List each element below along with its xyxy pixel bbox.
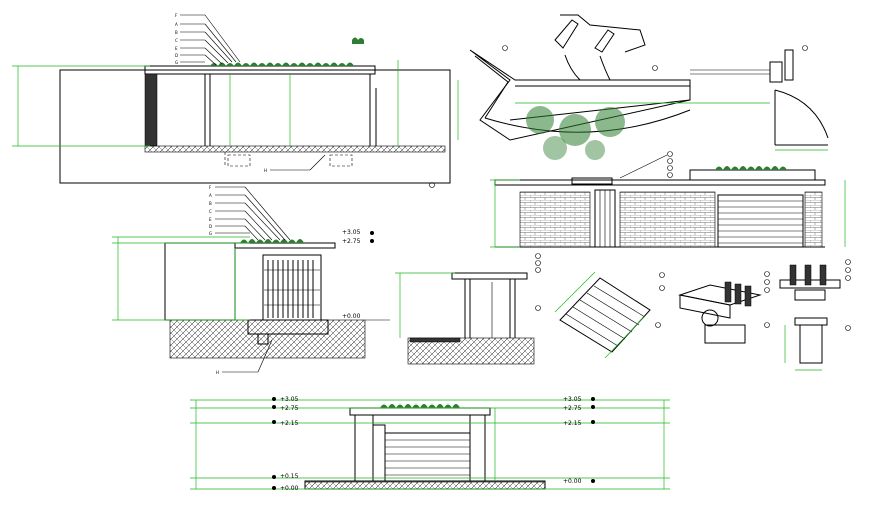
front-elevation-levels-left: +3.05 +2.75 +2.15 +0.15 +0.00 (272, 396, 299, 492)
brick-wall-left (519, 191, 591, 248)
section-callouts (619, 151, 673, 179)
section-2-levels: +3.05 +2.75 +0.00 (342, 229, 390, 321)
layer-letter: D (209, 224, 212, 229)
grille-panel (264, 260, 320, 318)
layer-letter: F (175, 13, 178, 18)
layer-letter: A (209, 193, 212, 198)
layer-letter: B (175, 30, 178, 35)
ref-letter: H (216, 370, 219, 375)
layer-letter: C (175, 38, 178, 43)
level-label: +3.05 (342, 229, 361, 236)
section-2: H F A B C E D G +3.05 +2.75 +0.00 (112, 185, 390, 375)
ref-letter: H (264, 168, 267, 173)
front-elevation: +3.05 +2.75 +2.15 +0.15 +0.00 +3.05 +2.7… (190, 396, 670, 492)
level-label: +0.00 (280, 485, 299, 492)
brick-wall-center (619, 191, 716, 248)
level-label: +2.75 (563, 405, 582, 412)
floor-slab (144, 145, 446, 153)
plan-dimensions (457, 45, 828, 151)
left-wall (144, 73, 158, 147)
brick-elevation (490, 151, 846, 248)
connection-detail (678, 259, 851, 371)
slat-detail (554, 271, 665, 359)
canopy-slab (234, 242, 336, 249)
layer-leaders (180, 14, 241, 66)
layer-leaders-2 (215, 186, 291, 241)
layer-letters-1: F A B C E D G (175, 13, 178, 65)
section-1: F A B C E D G H (12, 13, 451, 188)
roof-planting (210, 37, 364, 66)
level-label: +0.00 (563, 478, 582, 485)
level-label: +3.05 (280, 396, 299, 403)
section-1-dimensions (12, 60, 435, 188)
level-label: +2.15 (280, 420, 299, 427)
front-elevation-levels-right: +3.05 +2.75 +2.15 +0.00 (563, 396, 595, 485)
level-label: +2.75 (342, 238, 361, 245)
layer-letter: G (175, 60, 178, 65)
level-label: +2.75 (280, 405, 299, 412)
layer-letter: A (175, 22, 178, 27)
layer-letter: C (209, 209, 212, 214)
plan-view (457, 14, 829, 160)
layer-letters-2: F A B C E D G (209, 185, 212, 236)
elevation-roof (349, 407, 491, 416)
pergola-callouts (535, 253, 541, 311)
layer-letter: E (175, 46, 178, 51)
brick-elevation-dimensions (490, 179, 846, 248)
layer-letter: D (175, 53, 178, 58)
level-label: +3.05 (563, 396, 582, 403)
layer-letter: G (209, 231, 212, 236)
layer-letter: E (209, 217, 212, 222)
pergola-ground (407, 337, 535, 365)
layer-letter: F (209, 185, 212, 190)
level-label: +0.00 (342, 313, 361, 320)
louver-panel (717, 194, 804, 248)
front-elevation-dimensions (190, 399, 670, 490)
section-2-dimensions (112, 236, 250, 321)
section-1-frame (59, 69, 451, 184)
level-label: +0.15 (280, 473, 299, 480)
pergola-section (395, 253, 541, 365)
tree-cluster (526, 106, 625, 160)
layer-letter: B (209, 201, 212, 206)
level-label: +2.15 (563, 420, 582, 427)
